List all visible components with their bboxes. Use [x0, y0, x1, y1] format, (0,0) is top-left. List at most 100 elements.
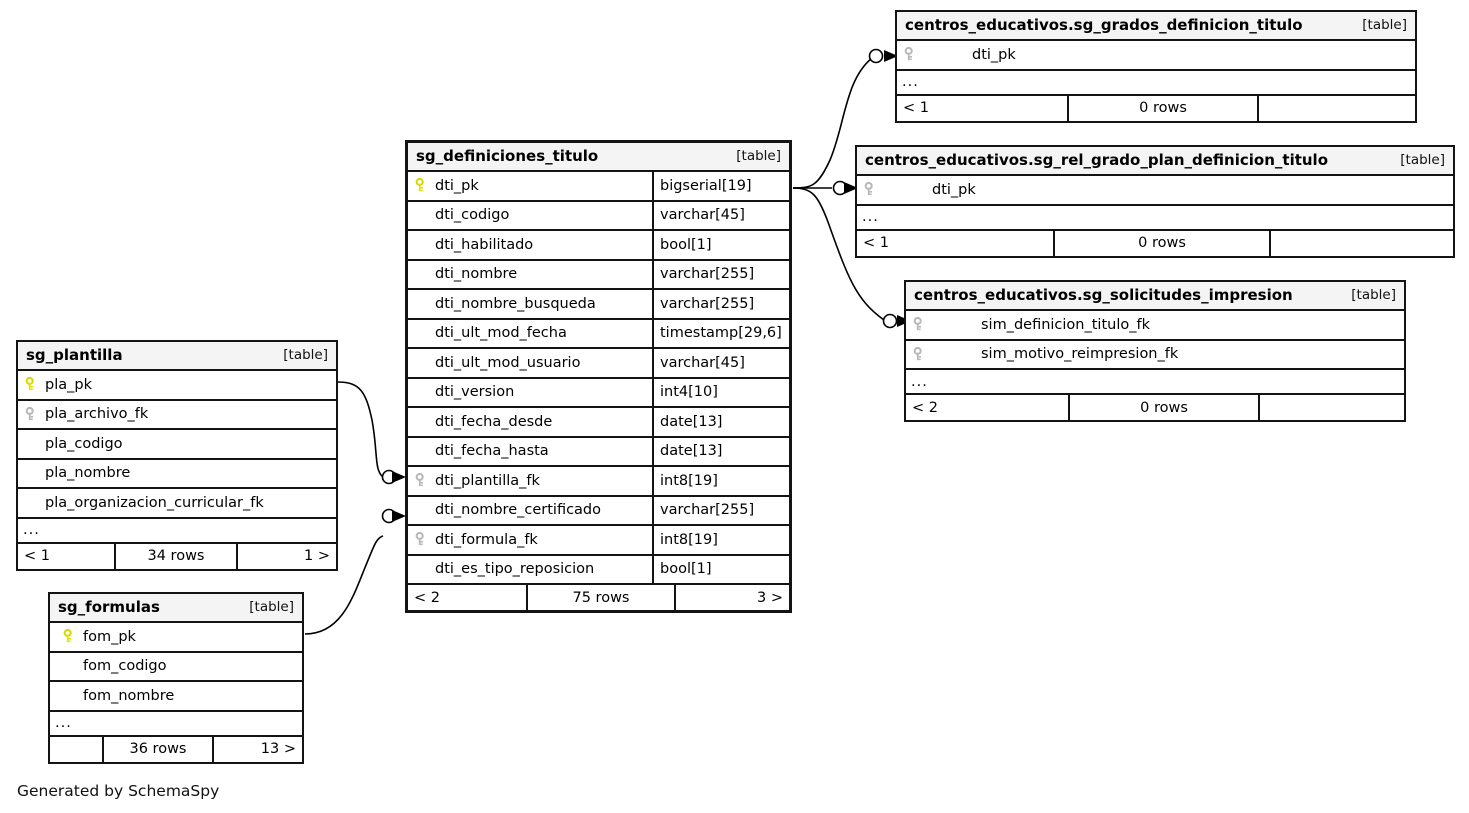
column-name: dti_plantilla_fk	[435, 472, 540, 489]
column-name-cell: dti_nombre	[408, 261, 652, 289]
column-name-cell: pla_codigo	[18, 430, 336, 458]
table-sg-plantilla[interactable]: sg_plantilla [table] pla_pk pla_archivo_…	[16, 340, 338, 571]
footer-next-count[interactable]	[1269, 230, 1453, 256]
table-row[interactable]: fom_codigo	[50, 653, 302, 682]
table-row[interactable]: sim_definicion_titulo_fk	[906, 311, 1404, 341]
footer-next-count[interactable]: 3 >	[674, 585, 789, 610]
foreign-key-icon	[863, 181, 880, 198]
footer-prev-count[interactable]	[50, 737, 102, 762]
table-footer: < 1 0 rows	[857, 230, 1453, 256]
column-name-cell: dti_pk	[897, 41, 1415, 69]
table-type-tag: [table]	[283, 347, 328, 363]
column-name-cell: pla_organizacion_curricular_fk	[18, 489, 336, 517]
footer-prev-count[interactable]: < 2	[912, 399, 938, 416]
table-type-tag: [table]	[736, 148, 781, 164]
table-row[interactable]: dti_habilitado bool[1]	[408, 231, 789, 261]
table-sg-rel-grado-plan-definicion-titulo[interactable]: centros_educativos.sg_rel_grado_plan_def…	[855, 145, 1455, 258]
table-title-bar: sg_plantilla [table]	[18, 342, 336, 371]
footer-next-count[interactable]: 13 >	[212, 736, 302, 762]
table-row[interactable]: sim_motivo_reimpresion_fk	[906, 341, 1404, 370]
table-title-bar: sg_formulas [table]	[50, 594, 302, 623]
column-name-cell: dti_ult_mod_usuario	[408, 349, 652, 377]
column-name: dti_habilitado	[435, 236, 534, 253]
table-row[interactable]: dti_nombre varchar[255]	[408, 260, 789, 290]
column-name-cell: pla_pk	[18, 371, 336, 399]
table-row[interactable]: dti_pk bigserial[19]	[408, 172, 789, 202]
column-name: fom_pk	[83, 628, 136, 645]
footer-row-count: 75 rows	[526, 585, 674, 610]
footer-next-count[interactable]	[1257, 95, 1415, 121]
foreign-key-icon	[903, 46, 920, 63]
foreign-key-icon	[912, 346, 929, 363]
column-name: dti_ult_mod_fecha	[435, 325, 567, 342]
table-type-tag: [table]	[1400, 152, 1445, 168]
column-name-cell: dti_ult_mod_fecha	[408, 320, 652, 348]
table-row[interactable]: dti_ult_mod_fecha timestamp[29,6]	[408, 319, 789, 349]
footer-next-count[interactable]	[1258, 395, 1404, 420]
table-row[interactable]: dti_ult_mod_usuario varchar[45]	[408, 349, 789, 379]
table-title-bar: centros_educativos.sg_grados_definicion_…	[897, 12, 1415, 41]
column-name: dti_version	[435, 384, 515, 401]
table-name: centros_educativos.sg_solicitudes_impres…	[914, 286, 1293, 304]
table-row[interactable]: fom_pk	[50, 623, 302, 653]
table-row[interactable]: dti_plantilla_fk int8[19]	[408, 467, 789, 497]
footer-prev-count[interactable]: < 1	[24, 548, 50, 564]
table-name: centros_educativos.sg_rel_grado_plan_def…	[865, 151, 1329, 169]
column-name: pla_nombre	[45, 465, 131, 482]
column-name-cell: fom_pk	[50, 623, 302, 651]
column-type: varchar[255]	[652, 260, 789, 288]
table-row[interactable]: dti_version int4[10]	[408, 378, 789, 408]
column-type: int8[19]	[652, 467, 789, 495]
column-name: pla_archivo_fk	[45, 406, 149, 423]
footer-prev-count[interactable]: < 2	[414, 589, 440, 606]
column-name: dti_nombre_certificado	[435, 502, 602, 519]
table-sg-solicitudes-impresion[interactable]: centros_educativos.sg_solicitudes_impres…	[904, 280, 1406, 422]
column-type: date[13]	[652, 408, 789, 436]
table-row[interactable]: dti_pk	[857, 176, 1453, 206]
table-row[interactable]: dti_pk	[897, 41, 1415, 71]
column-name-cell: dti_pk	[857, 176, 1453, 204]
column-name-cell: dti_version	[408, 379, 652, 407]
table-row[interactable]: pla_organizacion_curricular_fk	[18, 489, 336, 519]
table-sg-formulas[interactable]: sg_formulas [table] fom_pk fom_codigo fo…	[48, 592, 304, 764]
column-type: bool[1]	[652, 231, 789, 259]
footer-row-count: 36 rows	[102, 736, 212, 762]
table-sg-definiciones-titulo[interactable]: sg_definiciones_titulo [table] dti_pk bi…	[405, 140, 792, 613]
edge-plantilla	[337, 381, 384, 478]
footer-prev-count[interactable]: < 1	[863, 235, 889, 251]
table-row[interactable]: pla_pk	[18, 371, 336, 401]
column-name-cell: dti_fecha_hasta	[408, 438, 652, 466]
table-row[interactable]: fom_nombre	[50, 682, 302, 712]
table-row[interactable]: dti_nombre_certificado varchar[255]	[408, 496, 789, 526]
footer-next-count[interactable]: 1 >	[236, 543, 336, 569]
footer-prev-count[interactable]: < 1	[903, 100, 929, 116]
foreign-key-icon	[912, 316, 929, 333]
column-name: dti_fecha_desde	[435, 413, 553, 430]
column-name-cell: dti_pk	[408, 172, 652, 200]
table-row[interactable]: pla_archivo_fk	[18, 401, 336, 430]
table-row[interactable]: dti_formula_fk int8[19]	[408, 526, 789, 556]
table-type-tag: [table]	[1351, 287, 1396, 303]
more-columns-indicator: ...	[50, 712, 302, 737]
column-name: dti_pk	[972, 46, 1016, 63]
table-row[interactable]: dti_nombre_busqueda varchar[255]	[408, 290, 789, 320]
footer-row-count: 0 rows	[1068, 395, 1258, 420]
table-sg-grados-definicion-titulo[interactable]: centros_educativos.sg_grados_definicion_…	[895, 10, 1417, 123]
column-name: fom_codigo	[83, 658, 167, 675]
column-name-cell: dti_habilitado	[408, 231, 652, 259]
column-name: sim_motivo_reimpresion_fk	[981, 346, 1179, 363]
more-columns-indicator: ...	[857, 206, 1453, 231]
footer-row-count: 0 rows	[1053, 230, 1269, 256]
table-row[interactable]: dti_es_tipo_reposicion bool[1]	[408, 555, 789, 585]
table-row[interactable]: pla_codigo	[18, 430, 336, 460]
table-name: centros_educativos.sg_grados_definicion_…	[905, 16, 1303, 34]
column-type: date[13]	[652, 437, 789, 465]
column-name: dti_pk	[435, 177, 479, 194]
column-type: varchar[255]	[652, 290, 789, 318]
table-row[interactable]: pla_nombre	[18, 460, 336, 489]
table-row[interactable]: dti_fecha_desde date[13]	[408, 408, 789, 438]
column-name-cell: dti_nombre_busqueda	[408, 290, 652, 318]
table-row[interactable]: dti_fecha_hasta date[13]	[408, 437, 789, 467]
table-row[interactable]: dti_codigo varchar[45]	[408, 201, 789, 231]
